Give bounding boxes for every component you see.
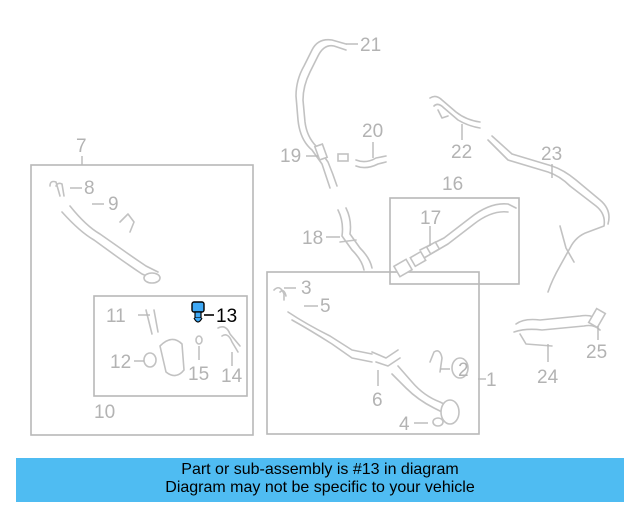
group-box-7 xyxy=(30,164,254,436)
diagram-notice-banner: Part or sub-assembly is #13 in diagram D… xyxy=(16,458,624,502)
callout-25: 25 xyxy=(586,342,607,363)
parts-group-10 xyxy=(143,309,241,377)
callout-22: 22 xyxy=(451,142,472,163)
callout-21: 21 xyxy=(360,35,381,56)
group-box-16 xyxy=(389,197,520,285)
part-13-highlight xyxy=(191,301,214,323)
assembly-part-16-17 xyxy=(392,202,517,278)
hose-part-22 xyxy=(429,95,481,129)
group-box-10 xyxy=(93,295,248,397)
callout-11: 11 xyxy=(106,306,126,327)
callout-23: 23 xyxy=(541,144,562,165)
pipe-part-24-25 xyxy=(513,307,607,347)
line-part-23 xyxy=(487,135,610,293)
callout-10: 10 xyxy=(94,402,115,423)
hose-part-18 xyxy=(337,207,373,271)
callout-6: 6 xyxy=(372,390,383,411)
banner-line-1: Part or sub-assembly is #13 in diagram xyxy=(181,461,459,478)
callout-15: 15 xyxy=(188,364,209,385)
callout-17: 17 xyxy=(420,208,441,229)
callout-16: 16 xyxy=(442,174,463,195)
group-box-1 xyxy=(266,271,480,435)
banner-line-2: Diagram may not be specific to your vehi… xyxy=(165,479,475,496)
pipe-part-19-21 xyxy=(295,38,349,189)
callout-19: 19 xyxy=(280,146,301,167)
callout-8: 8 xyxy=(84,178,95,199)
callout-2: 2 xyxy=(458,360,469,381)
hose-part-20 xyxy=(355,155,387,169)
callout-1: 1 xyxy=(486,370,497,391)
callout-3: 3 xyxy=(301,278,312,299)
callout-7: 7 xyxy=(76,136,87,157)
callout-14: 14 xyxy=(221,366,243,387)
callout-5: 5 xyxy=(320,296,331,317)
callout-9: 9 xyxy=(108,194,119,215)
hose-part-7 xyxy=(49,180,161,284)
callout-20: 20 xyxy=(362,121,383,142)
callout-12: 12 xyxy=(110,352,131,373)
callout-4: 4 xyxy=(399,414,410,435)
callout-18: 18 xyxy=(302,228,323,249)
parts-group-1 xyxy=(273,286,469,427)
callout-24: 24 xyxy=(537,367,559,388)
callout-13: 13 xyxy=(216,306,237,327)
parts-diagram: 21 20 19 22 23 7 8 9 16 17 18 3 5 11 13 … xyxy=(30,35,610,436)
